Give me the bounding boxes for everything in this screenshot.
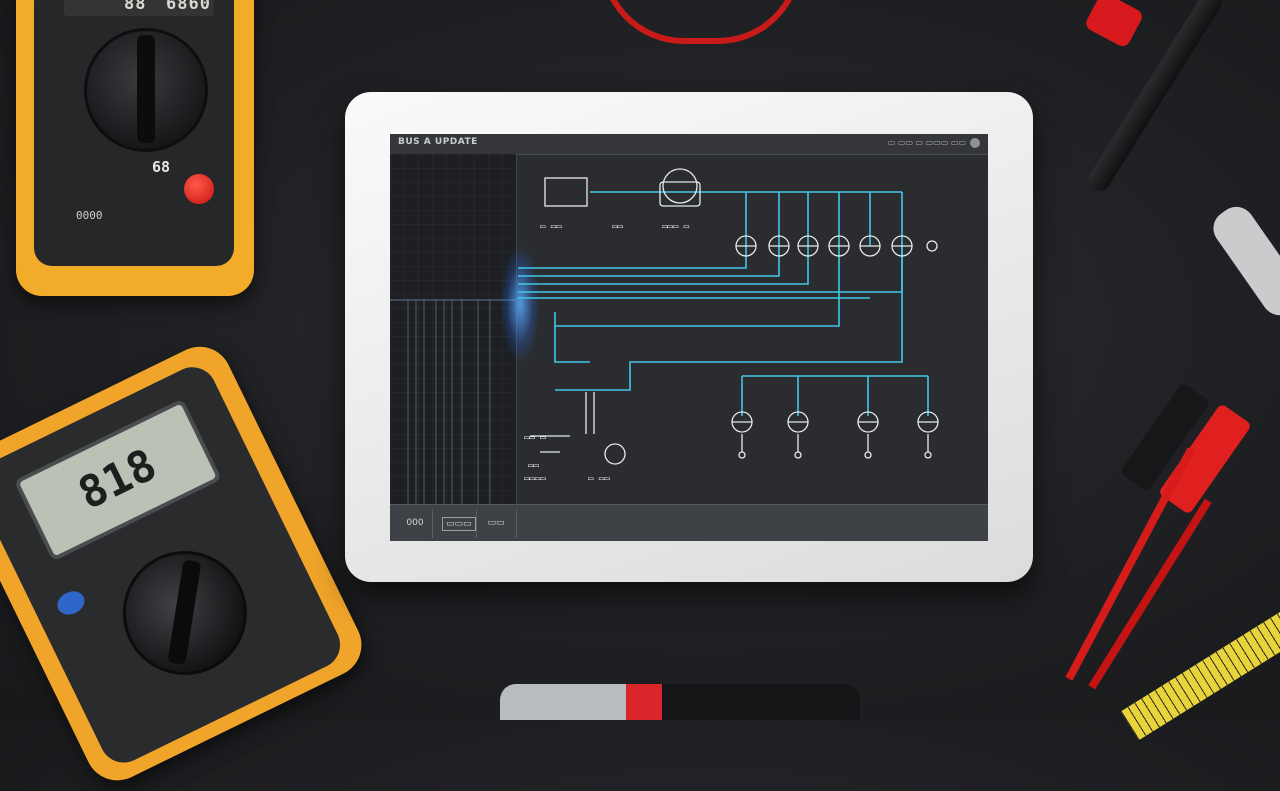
- multimeter-face: 88 6860 68 0000: [34, 0, 234, 266]
- app-title: BUS A UPDATE: [398, 137, 478, 147]
- toolbar-button-2[interactable]: ▭▭▭: [442, 517, 476, 531]
- toolbar-button-3[interactable]: ▭▭: [487, 518, 505, 528]
- settings-icon[interactable]: [970, 138, 980, 148]
- meter-top-display-left: 88: [124, 0, 147, 14]
- signal-panel: [390, 154, 517, 504]
- red-marker: [1083, 0, 1145, 49]
- toolbar-button-1[interactable]: 000: [406, 518, 424, 528]
- toolbar-divider: [476, 509, 477, 538]
- dial-knob: [167, 559, 202, 665]
- red-cable: [600, 0, 802, 44]
- toolbar-divider: [432, 509, 433, 538]
- diagram-label: ▭▭: [612, 222, 623, 232]
- meter-top-reading: 68: [152, 158, 171, 176]
- wrench: [1206, 199, 1280, 323]
- meter-top-display: 88 6860: [64, 0, 214, 16]
- red-button: [184, 174, 214, 204]
- diagram-label: ▭▭: [528, 461, 539, 471]
- tablet-screen: BUS A UPDATE ▭ ▭▭ ▭ ▭▭▭ ▭▭: [390, 134, 988, 541]
- dial-knob: [137, 35, 155, 143]
- status-text: ▭ ▭▭ ▭ ▭▭▭ ▭▭: [887, 138, 966, 147]
- multimeter-bottom: 818: [0, 336, 373, 791]
- meter-top-display-right: 6860: [166, 0, 211, 14]
- blue-button: [53, 586, 89, 619]
- meter-top-code: 0000: [76, 209, 103, 222]
- pliers: [500, 684, 860, 720]
- rotary-dial: [101, 530, 268, 696]
- signal-glow: [500, 244, 540, 364]
- circuit-diagram: ▭ ▭▭ ▭▭ ▭▭▭ ▭ ▭▭ ▭ ▭▭ ▭▭▭▭ ▭ ▭▭: [518, 168, 939, 484]
- app-title-bar: BUS A UPDATE ▭ ▭▭ ▭ ▭▭▭ ▭▭: [390, 134, 988, 155]
- diagram-label: ▭ ▭▭: [588, 474, 610, 484]
- meter-bottom-lcd: 818: [13, 398, 222, 562]
- toolbar-divider: [516, 509, 517, 538]
- rotary-dial: [84, 28, 208, 152]
- diagram-label: ▭ ▭▭: [540, 222, 562, 232]
- diagram-label: ▭▭▭▭: [524, 474, 546, 484]
- multimeter-face: 818: [0, 359, 349, 771]
- probe-lead: [1065, 447, 1195, 681]
- diagram-label: ▭▭▭ ▭: [662, 222, 690, 232]
- bottom-toolbar: 000 ▭▭▭ ▭▭: [390, 504, 988, 541]
- diagram-label: ▭▭ ▭: [524, 433, 546, 443]
- signal-traces: [390, 299, 516, 504]
- multimeter-top: 88 6860 68 0000: [16, 0, 254, 296]
